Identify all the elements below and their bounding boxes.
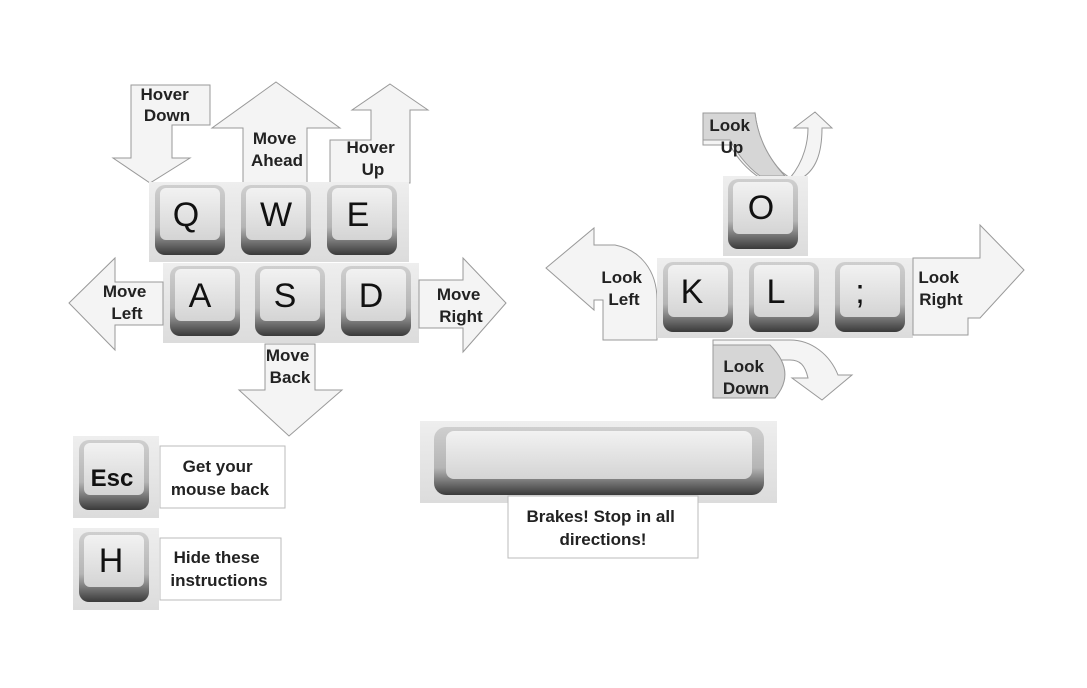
h-desc-box [159, 537, 282, 601]
svg-text:Esc: Esc [91, 465, 134, 492]
arrow-right-icon [418, 256, 507, 354]
label-move-ahead: Move Ahead [251, 129, 303, 170]
svg-text:;: ; [855, 273, 864, 311]
arrow-down-icon [111, 84, 211, 184]
arrow-up-icon [329, 83, 430, 184]
svg-text:L: L [767, 273, 786, 311]
label-move-left: Move Left [103, 282, 151, 323]
curved-arrow-icon [712, 339, 854, 401]
label-look-down: Look Down [723, 357, 769, 398]
movement-cluster: Hover Down Move Ahead Hover Up Move Le [68, 81, 507, 437]
key-a: A [170, 266, 240, 336]
svg-text:D: D [359, 277, 384, 315]
svg-text:S: S [274, 277, 297, 315]
key-q: Q [155, 185, 225, 255]
label-move-back: Move Back [266, 346, 314, 387]
h-row: H Hide these instructions [73, 528, 282, 610]
esc-row: Esc Get your mouse back [73, 436, 286, 518]
key-l: L [749, 262, 819, 332]
key-e: E [327, 185, 397, 255]
label-look-up: Look Up [709, 116, 754, 157]
label-look-left: Look Left [601, 268, 646, 309]
key-o: O [728, 179, 798, 249]
look-cluster: Look Up O Look Left Look Right [545, 111, 1025, 401]
arrow-right-icon [912, 223, 1025, 336]
label-move-right: Move Right [437, 285, 485, 326]
label-hover-down: Hover Down [141, 85, 194, 125]
key-semicolon: ; [835, 262, 905, 332]
key-space [434, 427, 764, 495]
svg-text:A: A [189, 277, 212, 315]
esc-desc-box [159, 445, 286, 509]
key-s: S [255, 266, 325, 336]
svg-text:O: O [748, 189, 774, 227]
svg-text:H: H [99, 542, 124, 580]
key-w: W [241, 185, 311, 255]
key-h: H [79, 532, 149, 602]
key-d: D [341, 266, 411, 336]
label-space-desc: Brakes! Stop in all directions! [526, 507, 679, 549]
svg-text:W: W [260, 196, 292, 234]
svg-text:E: E [347, 196, 370, 234]
arrow-left-icon [68, 256, 164, 352]
arrow-down-icon [237, 343, 344, 437]
spacebar-group: Brakes! Stop in all directions! [420, 421, 777, 559]
label-h-desc: Hide these instructions [170, 548, 267, 590]
svg-text:K: K [681, 273, 704, 311]
label-hover-up: Hover Up [347, 138, 400, 179]
arrow-left-icon [545, 226, 658, 341]
key-esc: Esc [79, 440, 149, 510]
key-k: K [663, 262, 733, 332]
label-esc-desc: Get your mouse back [171, 457, 270, 499]
space-desc-box [507, 495, 699, 559]
svg-text:Q: Q [173, 196, 199, 234]
label-look-right: Look Right [918, 268, 963, 309]
